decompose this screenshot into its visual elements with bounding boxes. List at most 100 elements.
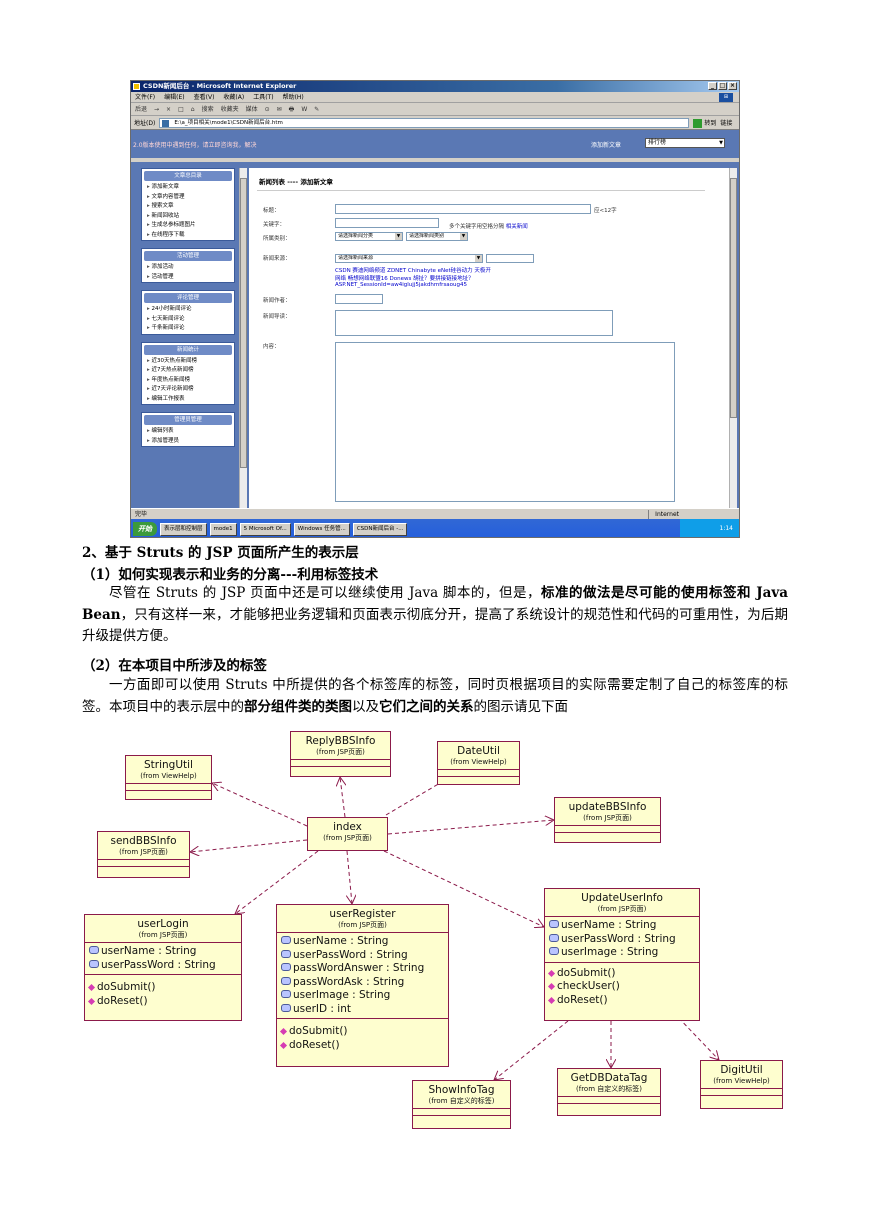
source-links-line-1[interactable]: CSDN 赛迪网络频道 ZDNET Chinabyte eNet硅谷动力 天极开: [335, 268, 491, 274]
class-name: DigitUtil: [720, 1064, 763, 1076]
sidebar-item[interactable]: 搜索文章: [142, 202, 234, 212]
taskbar: 开始 表示层和控制层 mode1 5 Microsoft Of... Windo…: [131, 519, 739, 537]
operation-compartment: [701, 1095, 782, 1102]
class-package: (from ViewHelp): [140, 772, 197, 780]
menu-view[interactable]: 查看(V): [193, 94, 215, 101]
back-button[interactable]: 后退: [135, 106, 148, 113]
mail-button[interactable]: ✉: [276, 106, 282, 113]
sidebar-item[interactable]: 近7天评论新闻榜: [142, 385, 234, 395]
page-scroll-thumb[interactable]: [730, 178, 737, 418]
operation-row: doReset(): [89, 995, 237, 1009]
taskbar-item[interactable]: mode1: [209, 522, 237, 536]
menu-file[interactable]: 文件(F): [135, 94, 156, 101]
subsection-heading-1: （1）如何实现表示和业务的分离---利用标签技术: [82, 567, 379, 583]
class-package: (from JSP页面): [323, 834, 372, 842]
sidebar-scroll-thumb[interactable]: [240, 178, 247, 468]
operation-compartment: [126, 790, 211, 796]
sidebar-item[interactable]: 近30天热点新闻榜: [142, 357, 234, 367]
summary-textarea[interactable]: [335, 310, 613, 336]
dependency-index-sendbbsinfo: [190, 839, 308, 852]
refresh-button[interactable]: □: [178, 106, 184, 113]
print-button[interactable]: 🖶: [288, 106, 295, 113]
maximize-button[interactable]: □: [718, 82, 727, 90]
address-input[interactable]: E:\a_项目相关\mode1\CSDN新闻后台.htm: [159, 117, 690, 128]
source-links-line-2[interactable]: 网络 畅想网络联盟16 Donews 胡扯？要拼接链接地址？: [335, 276, 474, 282]
menu-tools[interactable]: 工具(T): [253, 94, 274, 101]
sidebar-scrollbar[interactable]: [239, 168, 247, 508]
sidebar-item[interactable]: 七天新闻评论: [142, 315, 234, 325]
content-textarea[interactable]: [335, 342, 675, 502]
operation-compartment: [555, 832, 660, 838]
operation-compartment: [558, 1103, 660, 1110]
sidebar-item[interactable]: 编辑工作报表: [142, 395, 234, 405]
header-add-article-label: 添加新文章: [591, 142, 622, 149]
class-package: (from ViewHelp): [713, 1077, 770, 1085]
start-button[interactable]: 开始: [133, 522, 157, 536]
uml-class-updateuserinfo: UpdateUserInfo (from JSP页面) userName : S…: [544, 888, 700, 1021]
taskbar-item[interactable]: Windows 任务管...: [293, 522, 350, 536]
keyword-label: 关键字：: [263, 222, 286, 228]
page-scrollbar[interactable]: [729, 168, 737, 508]
operation-compartment: [291, 766, 390, 772]
category-select-1[interactable]: 请选择新闻分类: [335, 232, 403, 241]
class-name: userRegister: [329, 908, 396, 920]
forward-button[interactable]: →: [154, 106, 160, 113]
address-bar: 地址(D) E:\a_项目相关\mode1\CSDN新闻后台.htm 转到 链接: [131, 116, 739, 130]
attribute-row: userName : String: [89, 945, 237, 959]
word-button[interactable]: W: [301, 106, 308, 113]
search-button[interactable]: 搜索: [201, 106, 214, 113]
menu-edit[interactable]: 编辑(E): [164, 94, 185, 101]
taskbar-item[interactable]: 表示层和控制层: [160, 522, 207, 536]
category-select-2[interactable]: 请选择新闻类别: [406, 232, 468, 241]
uml-class-dateutil: DateUtil (from ViewHelp): [437, 741, 520, 785]
attribute-compartment: [291, 759, 390, 766]
sidebar-item[interactable]: 近7天热点新闻榜: [142, 366, 234, 376]
edit-button[interactable]: ✎: [314, 106, 320, 113]
class-package: (from JSP页面): [583, 814, 632, 822]
go-button[interactable]: 转到: [693, 118, 716, 128]
operation-row: checkUser(): [549, 980, 695, 994]
sidebar-item[interactable]: 在线程序下载: [142, 231, 234, 241]
class-name: UpdateUserInfo: [581, 892, 663, 904]
sidebar-item[interactable]: 添加管理员: [142, 437, 234, 447]
keyword-input[interactable]: [335, 218, 439, 228]
links-button[interactable]: 链接: [720, 120, 733, 127]
browser-screenshot: CSDN新闻后台 - Microsoft Internet Explorer _…: [130, 80, 740, 538]
dependency-index-userregister: [347, 850, 352, 904]
sidebar-item[interactable]: 年度热点新闻榜: [142, 376, 234, 386]
class-package: (from 自定义的标签): [576, 1085, 642, 1093]
sidebar-item[interactable]: 添加活动: [142, 263, 234, 273]
taskbar-item[interactable]: CSDN新闻后台 -...: [352, 522, 408, 536]
author-input[interactable]: [335, 294, 383, 304]
favorites-button[interactable]: 收藏夹: [220, 106, 239, 113]
uml-class-digitutil: DigitUtil (from ViewHelp): [700, 1060, 783, 1109]
attribute-compartment: userName : String userPassWord : String …: [545, 916, 699, 962]
attribute-row: userName : String: [281, 935, 444, 949]
stop-button[interactable]: ×: [166, 106, 172, 113]
sidebar-item[interactable]: 千条新闻评论: [142, 324, 234, 334]
window-titlebar: CSDN新闻后台 - Microsoft Internet Explorer _…: [131, 81, 739, 92]
source-select[interactable]: 请选择新闻来源: [335, 254, 483, 263]
sidebar-group-title: 新闻统计: [144, 344, 232, 355]
sidebar-item[interactable]: 新闻回收站: [142, 212, 234, 222]
sidebar-item[interactable]: 添加新文章: [142, 183, 234, 193]
minimize-button[interactable]: _: [708, 82, 717, 90]
sidebar-item[interactable]: 活动管理: [142, 273, 234, 283]
sidebar-item[interactable]: 文章内容管理: [142, 193, 234, 203]
attribute-row: passWordAnswer : String: [281, 962, 444, 976]
history-button[interactable]: ⊙: [264, 106, 270, 113]
media-button[interactable]: 媒体: [245, 106, 258, 113]
menu-help[interactable]: 帮助(H): [282, 94, 304, 101]
sidebar-item[interactable]: 24小时新闻评论: [142, 305, 234, 315]
header-select[interactable]: 排行榜: [645, 138, 725, 148]
title-input[interactable]: [335, 204, 591, 214]
home-button[interactable]: ⌂: [190, 106, 195, 113]
sidebar-item[interactable]: 生成总参标题图片: [142, 221, 234, 231]
source-input[interactable]: [486, 254, 534, 263]
related-news-link[interactable]: 相关新闻: [505, 224, 528, 230]
menu-favorites[interactable]: 收藏(A): [223, 94, 245, 101]
sidebar-item[interactable]: 编辑列表: [142, 427, 234, 437]
menu-bar: 文件(F) 编辑(E) 查看(V) 收藏(A) 工具(T) 帮助(H) ⊞: [131, 92, 739, 103]
taskbar-item[interactable]: 5 Microsoft Of...: [239, 522, 291, 536]
close-button[interactable]: ×: [728, 82, 737, 90]
